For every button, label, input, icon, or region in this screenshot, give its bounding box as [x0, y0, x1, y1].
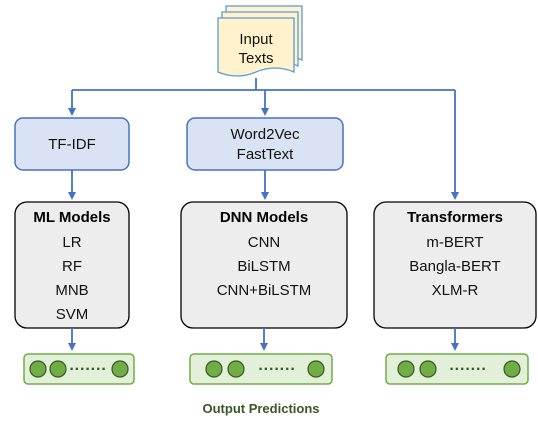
dnn-models-title: DNN Models — [220, 209, 308, 226]
transformer-model-item: Bangla-BERT — [409, 258, 500, 275]
feature-to-model-arrows — [68, 170, 269, 200]
input-connectors — [68, 78, 459, 200]
ml-models-title: ML Models — [33, 209, 110, 226]
ml-model-item: RF — [62, 258, 82, 275]
ml-model-item: MNB — [55, 282, 88, 299]
tfidf-label: TF-IDF — [48, 136, 95, 153]
ml-output-vector: ······· — [23, 353, 135, 385]
output-node-icon — [205, 360, 223, 378]
output-node-icon — [503, 360, 521, 378]
output-node-icon — [419, 360, 437, 378]
transformers-title: Transformers — [407, 209, 503, 226]
output-ellipsis: ······· — [69, 361, 106, 378]
output-ellipsis: ······· — [449, 361, 486, 378]
ml-model-item: SVM — [56, 306, 89, 323]
transformer-model-item: XLM-R — [432, 282, 479, 299]
output-node-icon — [307, 360, 325, 378]
dnn-model-item: CNN — [248, 234, 281, 251]
input-label-line-1: Input — [239, 31, 273, 48]
model-to-output-arrows — [68, 328, 459, 351]
output-node-icon — [397, 360, 415, 378]
fasttext-label: FastText — [237, 146, 295, 163]
output-node-icon — [49, 360, 67, 378]
dnn-model-item: CNN+BiLSTM — [217, 282, 312, 299]
transformer-model-item: m-BERT — [426, 234, 483, 251]
output-node-icon — [111, 360, 129, 378]
output-node-icon — [29, 360, 47, 378]
output-node-icon — [227, 360, 245, 378]
output-ellipsis: ······· — [258, 361, 295, 378]
ml-model-item: LR — [62, 234, 81, 251]
dnn-model-item: BiLSTM — [237, 258, 290, 275]
input-label-line-2: Texts — [238, 50, 273, 67]
transformer-output-vector: ······· — [385, 353, 529, 385]
dnn-output-vector: ······· — [189, 353, 333, 385]
input-texts-document-icon — [217, 5, 303, 77]
output-predictions-caption: Output Predictions — [203, 401, 320, 416]
word2vec-label: Word2Vec — [231, 126, 300, 143]
